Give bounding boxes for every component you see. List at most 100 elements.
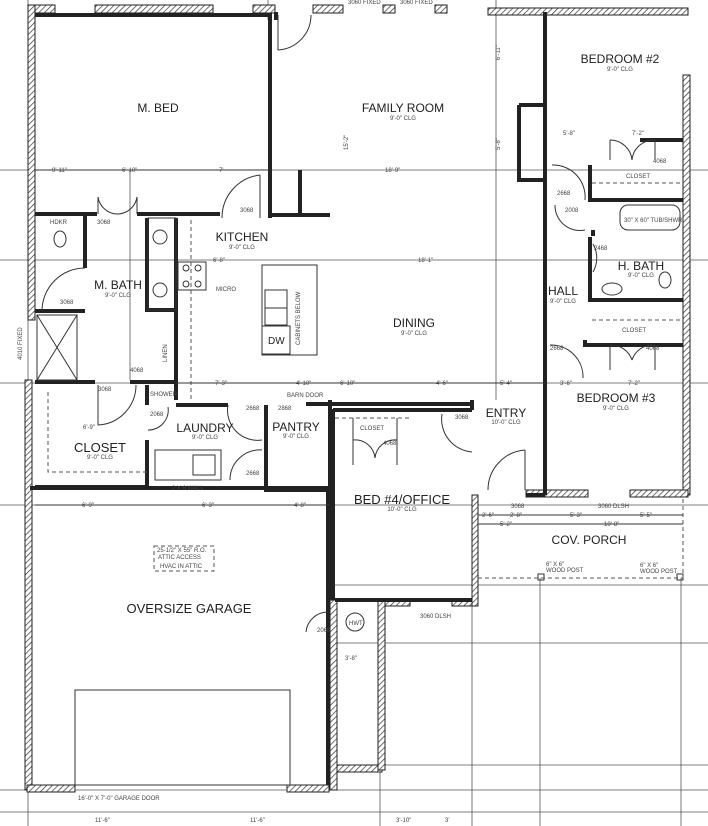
note-post-1b: WOOD POST — [546, 568, 584, 574]
dim: 4'-10" — [296, 381, 311, 387]
dim: 5'-5" — [640, 513, 652, 519]
note-window-dlsh-2: 3060 DLSH — [420, 614, 451, 620]
dim: 9'-11" — [52, 168, 67, 174]
dim: 4'-8" — [294, 503, 306, 509]
room-bed-4-office: BED #4/OFFICE — [354, 492, 450, 507]
dim: 6'-8" — [213, 258, 225, 264]
bed-4-ceiling: 10'-0" CLG — [387, 507, 417, 513]
note-2x6-wall: 2 X 6 WALL — [172, 486, 204, 492]
note-cabinets-below: CABINETS BELOW — [296, 291, 302, 345]
door-code: 4068 — [646, 346, 660, 352]
dim: 3' — [445, 818, 449, 824]
door-code: 4068 — [653, 159, 667, 165]
room-hall-bath: H. BATH — [618, 259, 664, 273]
hall-ceiling: 9'-0" CLG — [550, 299, 576, 305]
room-oversize-garage: OVERSIZE GARAGE — [127, 601, 252, 616]
room-labels: M. BED FAMILY ROOM 9'-0" CLG BEDROOM #2 … — [74, 52, 664, 616]
dim: 5'-4" — [500, 381, 512, 387]
door-code: 2668 — [246, 471, 260, 477]
door-code: 4068 — [383, 441, 397, 447]
note-closet-bed3: CLOSET — [622, 328, 646, 334]
room-closet: CLOSET — [74, 440, 126, 455]
room-pantry: PANTRY — [272, 420, 320, 434]
note-tub: 30" X 60" TUB/SHWR — [624, 218, 683, 224]
dim: 5'-3" — [570, 513, 582, 519]
bedroom-3-ceiling: 9'-0" CLG — [603, 406, 629, 412]
dim: 3'-6" — [560, 381, 572, 387]
dim: 18'-9" — [385, 168, 400, 174]
room-master-bed: M. BED — [137, 101, 179, 115]
entry-ceiling: 10'-0" CLG — [491, 420, 521, 426]
dim: 5'-8" — [496, 138, 502, 150]
door-code: 3068 — [240, 208, 254, 214]
dim: 6'-10" — [340, 381, 355, 387]
dim: 2'-6" — [482, 513, 494, 519]
dim: 10'-8" — [604, 522, 619, 528]
dim: 5'-8" — [563, 131, 575, 137]
note-attic-size: 25-1/2" X 55" R.O. — [157, 548, 207, 554]
laundry-ceiling: 9'-0" CLG — [192, 435, 218, 441]
dim: 4'-6" — [436, 381, 448, 387]
room-bedroom-2: BEDROOM #2 — [581, 52, 660, 66]
note-closet-bed4: CLOSET — [360, 426, 384, 432]
note-barn-door: BARN DOOR — [287, 393, 324, 399]
door-code: 2468 — [594, 246, 608, 252]
dim: 7' — [219, 168, 223, 174]
note-hvac: HVAC IN ATTIC — [160, 564, 203, 570]
dim: 11'-6" — [250, 818, 265, 824]
family-room-ceiling: 9'-0" CLG — [390, 116, 416, 122]
room-laundry: LAUNDRY — [176, 421, 233, 435]
note-window-dlsh-1: 3060 DLSH — [598, 504, 629, 510]
door-code: 3068 — [97, 220, 111, 226]
note-closet-bed2: CLOSET — [626, 174, 650, 180]
dim: 2'-8" — [510, 513, 522, 519]
exterior-walls — [24, 4, 691, 793]
room-kitchen: KITCHEN — [216, 230, 269, 244]
pantry-ceiling: 9'-0" CLG — [283, 434, 309, 440]
door-code: 3068 — [511, 504, 525, 510]
door-code: 2668 — [246, 406, 260, 412]
dim: 18'-1" — [418, 258, 433, 264]
door-code: 2068 — [150, 412, 164, 418]
note-linen: LINEN — [163, 344, 169, 362]
room-master-bath: M. BATH — [94, 278, 142, 292]
room-bedroom-3: BEDROOM #3 — [577, 391, 656, 405]
dim: 6'-9" — [82, 503, 94, 509]
door-code: 2008 — [565, 208, 579, 214]
note-shower: SHOWER — [150, 392, 178, 398]
note-hdkr: HDKR — [50, 220, 68, 226]
note-garage-door: 16'-0" X 7'-0" GARAGE DOOR — [78, 796, 160, 802]
dim: 15'-2" — [344, 135, 350, 150]
dim: 6'-9" — [83, 425, 95, 431]
door-code: 3068 — [98, 387, 112, 393]
dim: 6'-3" — [202, 503, 214, 509]
door-code: 2668 — [550, 346, 564, 352]
dim: 7'-2" — [628, 381, 640, 387]
dim: 5'-2" — [500, 522, 512, 528]
dim: 7'-3" — [215, 381, 227, 387]
dim: 6'-11" — [496, 45, 502, 60]
dim: 3'-10" — [396, 818, 411, 824]
dim: 6'-10" — [122, 168, 137, 174]
note-post-1: 6" X 6" — [546, 562, 564, 568]
master-bath-ceiling: 9'-0" CLG — [105, 293, 131, 299]
dim: 11'-6" — [95, 818, 110, 824]
room-entry: ENTRY — [486, 406, 526, 420]
hall-bath-ceiling: 9'-0" CLG — [628, 273, 654, 279]
door-code: 2068 — [317, 628, 331, 634]
note-post-2b: WOOD POST — [640, 569, 678, 575]
door-code: 2868 — [278, 406, 292, 412]
door-swings — [41, 14, 656, 633]
note-window-fixed-2: 3060 FIXED — [400, 0, 433, 6]
note-micro: MICRO — [216, 287, 236, 293]
note-window-fixed-1: 3060 FIXED — [348, 0, 381, 6]
closet-ceiling: 9'-0" CLG — [87, 455, 113, 461]
interior-walls — [30, 12, 683, 785]
room-dining: DINING — [393, 316, 435, 330]
door-code: 3068 — [60, 300, 74, 306]
fixtures — [36, 204, 684, 786]
plan-notes: HDKR MICRO DW CABINETS BELOW LINEN SHOWE… — [18, 0, 683, 802]
kitchen-ceiling: 9'-0" CLG — [229, 245, 255, 251]
note-attic-access: ATTIC ACCESS — [158, 555, 201, 561]
